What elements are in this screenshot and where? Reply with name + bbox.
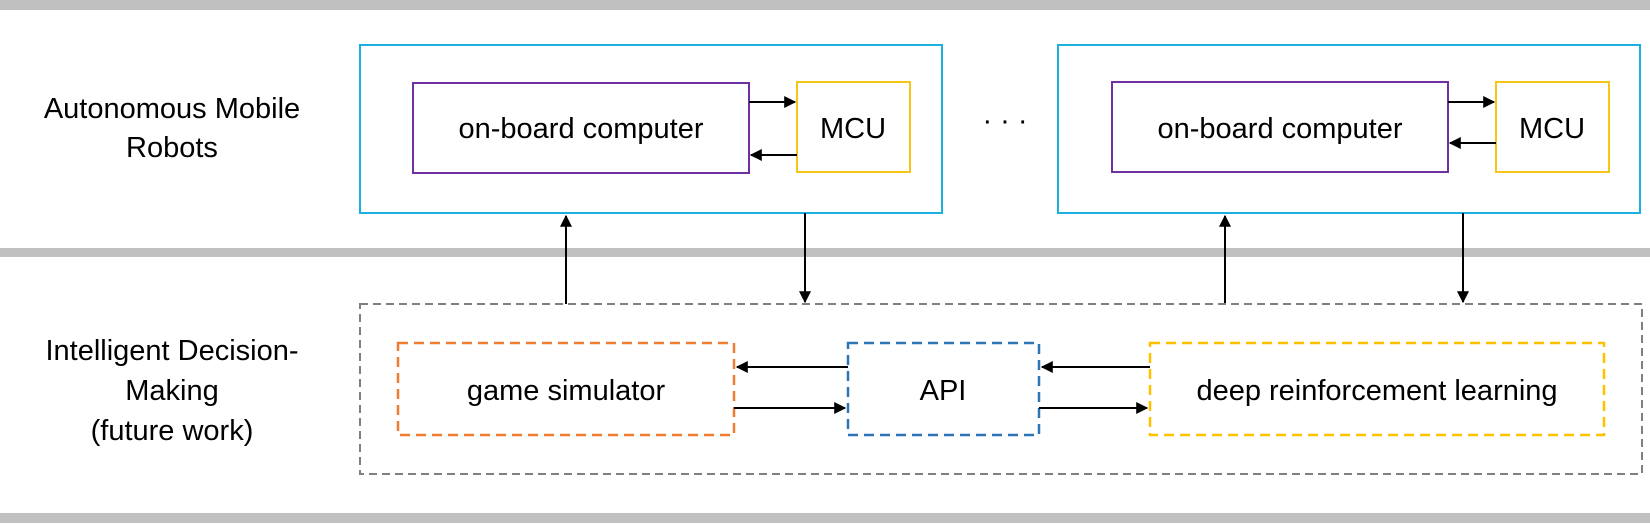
drl-label: deep reinforcement learning: [1196, 375, 1557, 407]
robots-ellipsis: · · ·: [982, 105, 1027, 137]
mcu-box-1: [796, 81, 911, 173]
top-layer-label-line1: Autonomous Mobile: [44, 93, 300, 125]
robot-box-2: [1057, 44, 1641, 214]
bottom-layer-label-line3: (future work): [91, 415, 254, 447]
bottom-layer-label-line2: Making: [125, 375, 219, 407]
onboard-computer-box-1: [412, 82, 750, 174]
separator-bottom: [0, 513, 1650, 523]
mcu-label-1: MCU: [820, 113, 886, 145]
bottom-layer-label-line1: Intelligent Decision-: [45, 335, 298, 367]
top-layer-label-line2: Robots: [126, 132, 218, 164]
separator-middle: [0, 248, 1650, 257]
api-box: [846, 341, 1041, 437]
separator-top: [0, 0, 1650, 10]
api-label: API: [920, 375, 967, 407]
game-simulator-box: [396, 341, 736, 437]
drl-box: [1148, 341, 1606, 437]
game-simulator-label: game simulator: [467, 375, 666, 407]
decision-making-container: [359, 303, 1643, 475]
onboard-computer-box-2: [1111, 81, 1449, 173]
onboard-computer-label-1: on-board computer: [458, 113, 703, 145]
mcu-label-2: MCU: [1519, 113, 1585, 145]
onboard-computer-label-2: on-board computer: [1157, 113, 1402, 145]
mcu-box-2: [1495, 81, 1610, 173]
robot-box-1: [359, 44, 943, 214]
